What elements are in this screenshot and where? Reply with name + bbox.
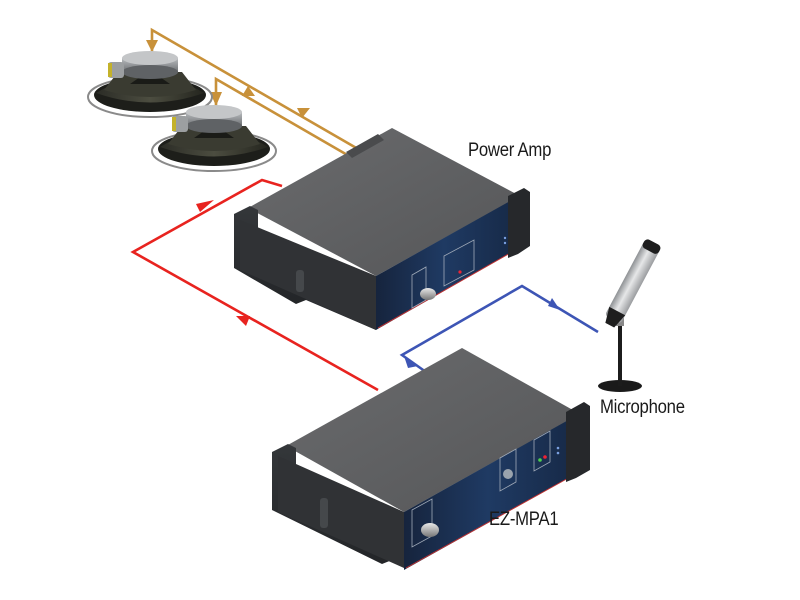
ez-mpa1-label: EZ-MPA1: [489, 509, 559, 530]
arrow-icon: [236, 316, 250, 326]
power-led: [458, 270, 462, 274]
speaker-1: [87, 51, 213, 118]
speaker-wire-arrows: [146, 40, 310, 118]
arrow-icon: [210, 92, 222, 106]
power-amp: [234, 128, 530, 330]
microphone-label: Microphone: [600, 397, 685, 418]
microphone: [598, 239, 661, 392]
phantom-button: [503, 469, 513, 479]
arrow-icon: [196, 200, 214, 212]
arrow-icon: [242, 86, 255, 96]
speaker-2: [151, 105, 277, 172]
mic-wire: [399, 284, 599, 374]
arrow-icon: [297, 108, 310, 118]
line-wire: [130, 178, 379, 392]
gain-knob: [421, 523, 439, 537]
clip-led-red: [543, 455, 547, 459]
arrow-icon: [548, 298, 560, 310]
power-amp-label: Power Amp: [468, 140, 552, 161]
arrow-icon: [404, 356, 418, 368]
signal-led-green: [538, 458, 542, 462]
volume-knob: [420, 288, 436, 300]
ez-mpa1: [272, 348, 590, 570]
arrow-icon: [146, 40, 158, 52]
